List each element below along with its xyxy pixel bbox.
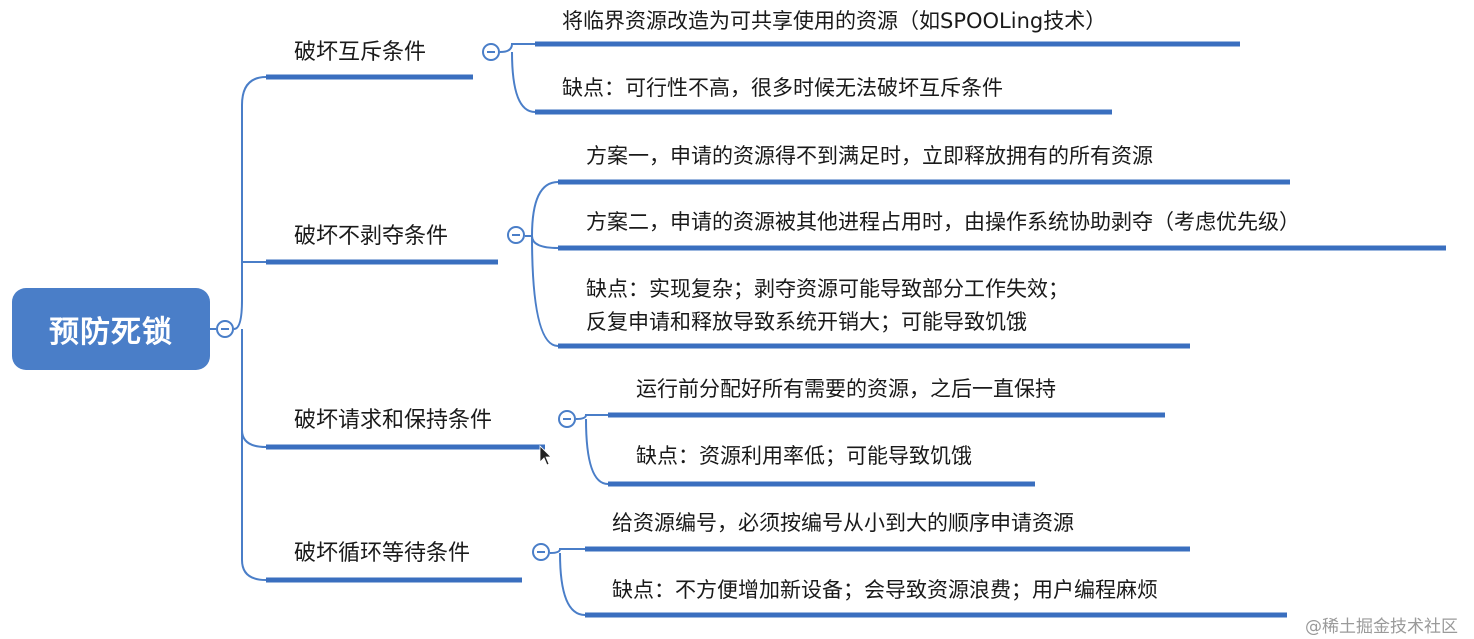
root-node[interactable]: 预防死锁 [12,288,210,370]
leaf-text[interactable]: 缺点：资源利用率低；可能导致饥饿 [636,444,972,468]
watermark: @稀土掘金技术社区 [1305,617,1458,637]
leaf-text[interactable]: 缺点：实现复杂；剥夺资源可能导致部分工作失效； [586,277,1069,301]
trunk-connector [233,76,267,581]
branch-label[interactable]: 破坏循环等待条件 [294,541,471,566]
leaf-text[interactable]: 运行前分配好所有需要的资源，之后一直保持 [636,377,1056,401]
branch4-connector [549,548,586,616]
leaf-text[interactable]: 反复申请和释放导致系统开销大；可能导致饥饿 [586,310,1027,334]
branch3-connector [575,414,609,485]
mouse-cursor-icon [539,445,552,466]
collapse-icon[interactable] [558,410,576,428]
collapse-icon[interactable] [216,320,234,338]
leaf-text[interactable]: 缺点：不方便增加新设备；会导致资源浪费；用户编程麻烦 [612,578,1158,602]
collapse-icon[interactable] [532,543,550,561]
collapse-icon[interactable] [507,226,525,244]
leaf-text[interactable]: 方案一，申请的资源得不到满足时，立即释放拥有的所有资源 [586,144,1153,168]
leaf-text[interactable]: 将临界资源改造为可共享使用的资源（如SPOOLing技术） [562,9,1107,33]
leaf-text[interactable]: 给资源编号，必须按编号从小到大的顺序申请资源 [612,511,1074,535]
root-label: 预防死锁 [49,315,173,350]
branch1-connector [499,42,536,113]
branch-label[interactable]: 破坏请求和保持条件 [294,408,493,433]
branch-label[interactable]: 破坏不剥夺条件 [294,224,449,249]
collapse-icon[interactable] [482,43,500,61]
branch-label[interactable]: 破坏互斥条件 [294,40,427,65]
leaf-text[interactable]: 缺点：可行性不高，很多时候无法破坏互斥条件 [562,76,1003,100]
leaf-text[interactable]: 方案二，申请的资源被其他进程占用时，由操作系统协助剥夺（考虑优先级） [586,210,1300,234]
branch2-connector [525,181,559,347]
